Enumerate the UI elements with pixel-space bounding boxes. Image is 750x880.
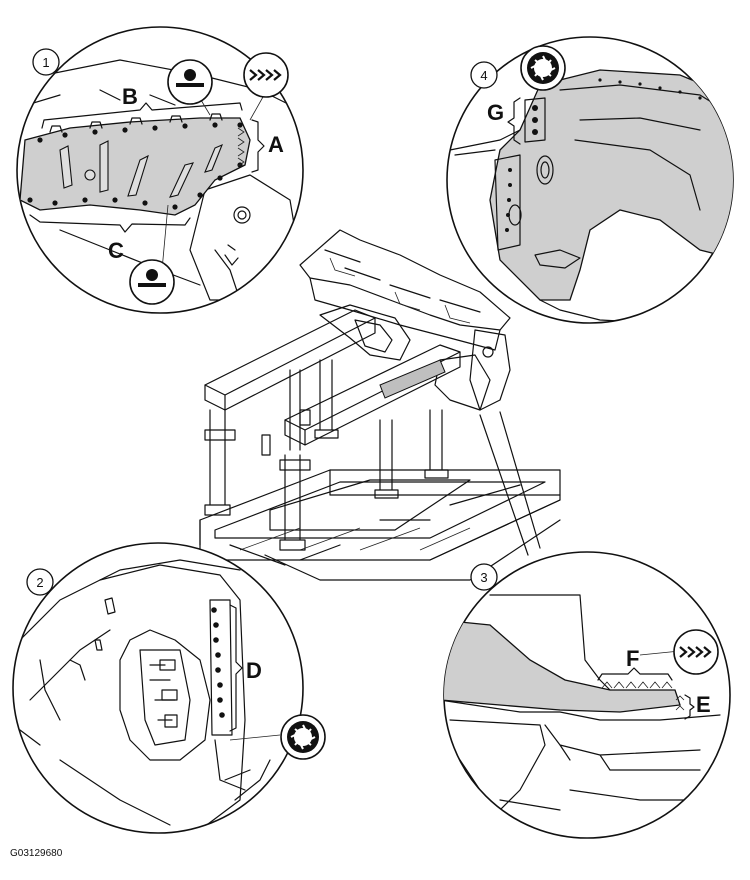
label-a: A <box>268 132 284 157</box>
figure-code: G03129680 <box>10 848 63 859</box>
detail-3-leader <box>479 411 541 556</box>
label-d: D <box>246 658 262 683</box>
detail-4 <box>446 36 734 324</box>
callout-3-label: 3 <box>480 570 487 585</box>
detail-3 <box>443 551 731 839</box>
callout-4-label: 4 <box>480 68 487 83</box>
drill-out-icon <box>280 714 326 760</box>
label-f: F <box>626 646 639 671</box>
label-g: G <box>487 100 504 125</box>
vehicle-frame-on-jig <box>199 229 561 581</box>
detail-2 <box>12 542 304 834</box>
support-stands <box>204 359 449 551</box>
drill-out-icon <box>520 45 566 91</box>
label-e: E <box>696 692 711 717</box>
callout-2-label: 2 <box>36 575 43 590</box>
callout-2: 2 <box>26 568 54 596</box>
label-c: C <box>108 238 124 263</box>
callout-3: 3 <box>470 563 498 591</box>
callout-1-label: 1 <box>42 55 49 70</box>
spot-weld-icon <box>167 59 213 105</box>
spot-weld-dots-d <box>211 607 225 718</box>
spot-weld-dots <box>27 122 243 210</box>
mig-weld-icon <box>673 629 719 675</box>
callout-4: 4 <box>470 61 498 89</box>
mig-weld-icon <box>243 52 289 98</box>
label-b: B <box>122 84 138 109</box>
callout-1: 1 <box>32 48 60 76</box>
reinforcement-panel <box>19 117 251 216</box>
detail-1 <box>16 26 304 314</box>
spot-weld-icon <box>129 259 175 305</box>
